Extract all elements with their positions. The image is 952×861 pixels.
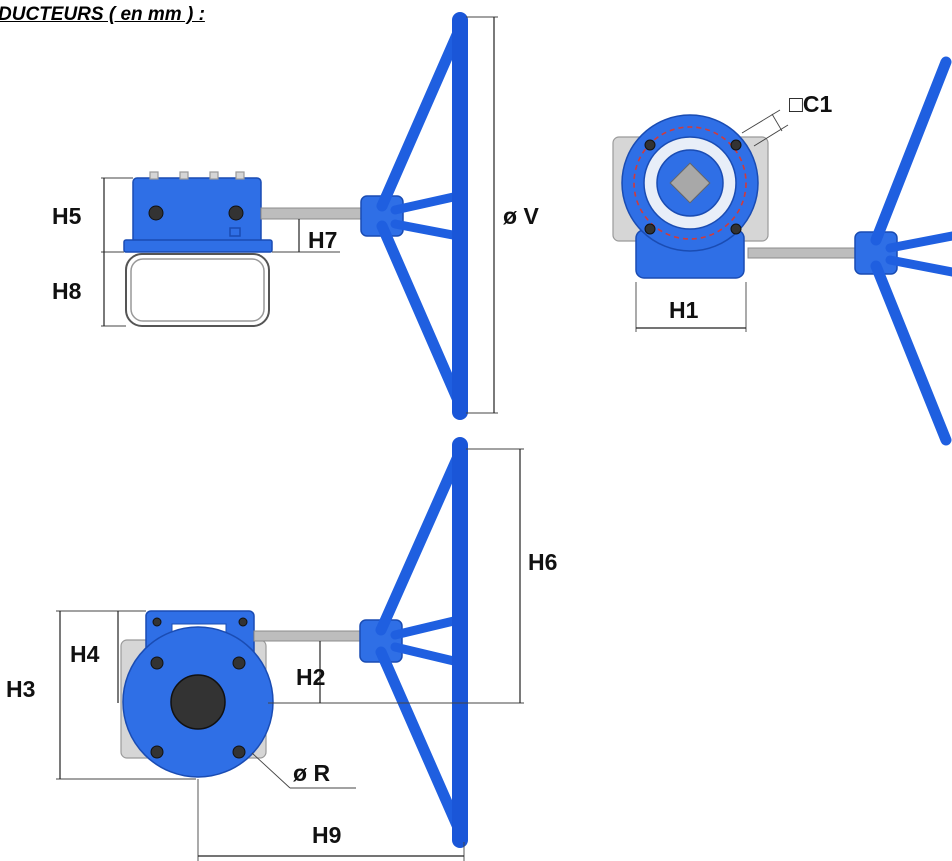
body-bolt — [152, 617, 162, 627]
section-title: DUCTEURS ( en mm ) : — [0, 4, 205, 25]
handwheel-spoke — [885, 231, 952, 253]
label-h6: H6 — [528, 549, 557, 575]
handwheel-spoke — [390, 191, 463, 215]
handwheel-spoke — [390, 219, 463, 241]
flange-bolt — [150, 656, 164, 670]
label-h4: H4 — [70, 641, 100, 667]
dim-line-c1 — [753, 124, 789, 147]
label-h8: H8 — [52, 278, 82, 304]
handwheel-spoke — [390, 615, 463, 640]
flange-bolt — [730, 139, 742, 151]
dim-line-c1 — [771, 113, 783, 132]
label-phi-r: ø R — [293, 760, 330, 786]
flange-bolt — [644, 139, 656, 151]
label-h9: H9 — [312, 822, 341, 848]
flange-bore — [170, 674, 226, 730]
flange-bolt — [232, 745, 246, 759]
bolt-head — [228, 205, 244, 221]
handwheel-spoke — [375, 446, 466, 636]
indicator-slot — [229, 227, 241, 237]
label-c1: □C1 — [789, 91, 833, 117]
label-h3: H3 — [6, 676, 35, 702]
mounting-bracket-inner — [130, 258, 265, 322]
flange-bolt — [150, 745, 164, 759]
handwheel-spoke — [375, 646, 466, 838]
label-h2: H2 — [296, 664, 325, 690]
input-shaft — [260, 207, 366, 220]
flange-bolt — [730, 223, 742, 235]
top-bolt — [149, 171, 159, 180]
top-bolt — [235, 171, 245, 180]
dim-line-c1 — [741, 109, 781, 134]
input-shaft — [747, 247, 861, 259]
handwheel-spoke — [390, 642, 463, 667]
body-bolt — [238, 617, 248, 627]
handwheel-spoke — [376, 22, 466, 212]
side-view-top: H5 H8 H7 ø V — [52, 12, 539, 420]
label-h1: H1 — [669, 297, 699, 323]
flange-bolt — [232, 656, 246, 670]
label-phi-v: ø V — [503, 203, 539, 229]
gearbox-base-flange — [123, 239, 273, 253]
leader-line-phi-r — [251, 752, 291, 789]
top-bolt — [209, 171, 219, 180]
side-view-bottom: H6 H4 H3 H2 ø R H9 — [6, 437, 557, 861]
handwheel-spoke — [870, 56, 952, 246]
label-h5: H5 — [52, 203, 82, 229]
handwheel-spoke — [376, 220, 466, 411]
bolt-circle — [633, 126, 747, 240]
square-drive — [669, 162, 711, 204]
mounting-bracket — [125, 253, 270, 327]
handwheel-spoke — [870, 260, 952, 446]
bolt-head — [148, 205, 164, 221]
label-h7: H7 — [308, 227, 337, 253]
handwheel-spoke — [885, 255, 952, 277]
front-view-right: □C1 H1 — [612, 56, 952, 446]
flange-bolt — [644, 223, 656, 235]
input-shaft — [253, 630, 365, 642]
top-bolt — [179, 171, 189, 180]
